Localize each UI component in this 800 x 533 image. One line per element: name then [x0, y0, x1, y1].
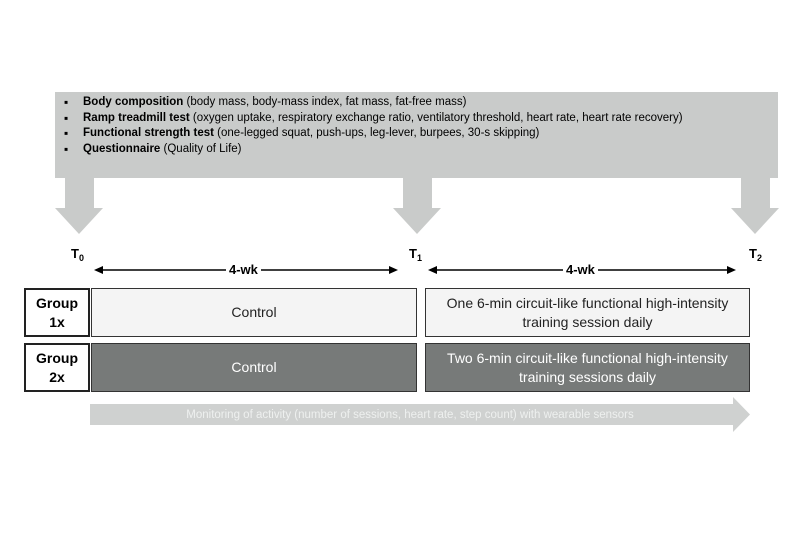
period-label-2: 4-wk [563, 262, 598, 277]
group-2x-control-phase: Control [91, 343, 417, 392]
monitoring-arrow-label: Monitoring of activity (number of sessio… [186, 409, 634, 421]
measurement-list: Body composition (body mass, body-mass i… [64, 95, 774, 157]
group-1x-training-phase: One 6-min circuit-like functional high-i… [425, 288, 750, 337]
timepoint-t2: T2 [749, 246, 762, 263]
measurement-item: Body composition (body mass, body-mass i… [64, 95, 774, 111]
monitoring-arrow-shape [90, 397, 750, 432]
timepoint-t1: T1 [409, 246, 422, 263]
measurement-item: Questionnaire (Quality of Life) [64, 142, 774, 158]
timepoint-t0: T0 [71, 246, 84, 263]
group-1x-control-phase: Control [91, 288, 417, 337]
measurement-item: Ramp treadmill test (oxygen uptake, resp… [64, 111, 774, 127]
period-label-1: 4-wk [226, 262, 261, 277]
group-2x-training-phase: Two 6-min circuit-like functional high-i… [425, 343, 750, 392]
measurement-item: Functional strength test (one-legged squ… [64, 126, 774, 142]
